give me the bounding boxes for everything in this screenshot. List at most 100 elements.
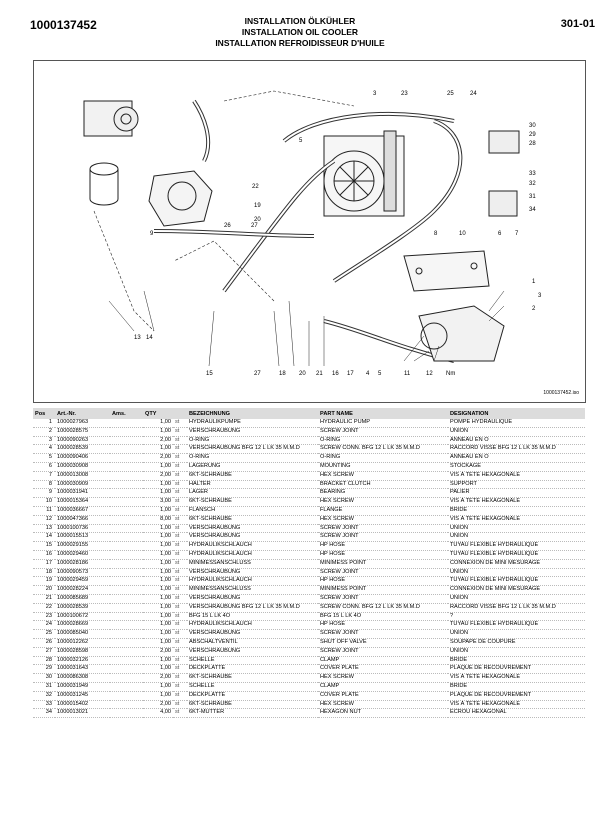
cell-designation: POMPE HYDRAULIQUE: [450, 419, 513, 425]
cell-part-name: SCREW JOINT: [320, 533, 359, 540]
cell-art-nr: 1000029155: [57, 542, 89, 549]
cell-bezeichnung: MINIMESSANSCHLUSS: [189, 586, 251, 593]
cell-part-name: HEX SCREW: [320, 498, 354, 505]
cell-qty: 1,00: [160, 550, 171, 557]
cell-pos: 13: [45, 524, 52, 531]
cell-unit: st: [175, 586, 180, 593]
cell-bezeichnung: HYDRAULIKSCHLAUCH: [189, 577, 252, 584]
cell-pos: 24: [45, 621, 52, 628]
cell-bezeichnung: HYDRAULIKSCHLAUCH: [189, 550, 252, 557]
cell-ams: [110, 550, 143, 559]
cell-bezeichnung: HYDRAULIKPUMPE: [189, 419, 241, 425]
cell-unit: st: [175, 498, 180, 505]
cell-unit: st: [175, 638, 180, 645]
cell-designation: VIS À TÊTE HEXAGONALE: [450, 515, 521, 522]
cell-part-name: SCREW CONN. BFG 12 L LK 35 M.M.D: [320, 603, 420, 610]
cell-pos: 22: [45, 603, 52, 610]
cell-pos: 25: [45, 630, 52, 637]
cell-art-nr: 1000032126: [57, 656, 89, 663]
cell-designation: UNION: [450, 568, 469, 575]
cell-designation: PLAQUE DE RECOUVREMENT: [450, 691, 532, 698]
cell-designation: SOUPAPE DE COUPURE: [450, 638, 516, 645]
cell-bezeichnung: MINIMESSANSCHLUSS: [189, 559, 251, 566]
cell-pos: 31: [45, 682, 52, 689]
cell-ams: [110, 427, 143, 436]
cell-unit: st: [175, 621, 180, 628]
cell-designation: ANNEAU EN O: [450, 436, 489, 443]
cell-unit: st: [175, 419, 180, 425]
cell-designation: VIS À TÊTE HEXAGONALE: [450, 674, 521, 681]
cell-qty: 2,00: [160, 647, 171, 654]
cell-pos: 30: [45, 674, 52, 681]
cell-pos: 33: [45, 700, 52, 707]
cell-art-nr: 1000031245: [57, 691, 89, 698]
cell-bezeichnung: HYDRAULIKSCHLAUCH: [189, 542, 252, 549]
cell-pos: 9: [48, 489, 52, 496]
cell-qty: 1,00: [160, 665, 171, 672]
cell-pos: 29: [45, 665, 52, 672]
callout-19: 19: [254, 203, 261, 209]
cell-unit: st: [175, 700, 180, 707]
cell-unit: st: [175, 436, 180, 443]
cell-art-nr: 1000086308: [57, 674, 89, 681]
cell-pos: 17: [45, 559, 52, 566]
cell-ams: [110, 533, 143, 542]
cell-unit: st: [175, 489, 180, 496]
cell-designation: CONNEXION DE MINI MESURAGE: [450, 559, 541, 566]
cell-pos: 3: [48, 436, 52, 443]
cell-qty: 1,00: [160, 524, 171, 531]
cell-part-name: COVER PLATE: [320, 665, 359, 672]
cell-part-name: HEX SCREW: [320, 700, 354, 707]
cell-part-name: HEX SCREW: [320, 674, 354, 681]
cell-ams: [110, 524, 143, 533]
callout-3-top: 3: [373, 91, 377, 97]
callout-30: 30: [529, 123, 536, 129]
cell-designation: ?: [450, 612, 454, 619]
callout-27: 27: [254, 371, 261, 377]
cell-ams: [110, 594, 143, 603]
cell-bezeichnung: 6KT-SCHRAUBE: [189, 498, 232, 505]
cell-pos: 18: [45, 568, 52, 575]
cell-pos: 14: [45, 533, 52, 540]
cell-ams: [110, 665, 143, 674]
cell-part-name: HEXAGON NUT: [320, 709, 362, 716]
cell-pos: 1: [48, 419, 52, 425]
col-qty: QTY: [143, 408, 173, 419]
title-english: INSTALLATION OIL COOLER: [241, 27, 359, 37]
callout-3-right: 3: [538, 293, 542, 299]
cell-pos: 16: [45, 550, 52, 557]
cell-part-name: O-RING: [320, 436, 341, 443]
cell-unit: st: [175, 471, 180, 478]
cell-art-nr: 1000015364: [57, 498, 89, 505]
cell-ams: [110, 498, 143, 507]
cell-unit: st: [175, 462, 180, 469]
cell-ams: [110, 489, 143, 498]
cell-part-name: O-RING: [320, 454, 341, 461]
cell-pos: 5: [48, 454, 52, 461]
cell-art-nr: 1000090573: [57, 568, 89, 575]
cell-qty: 1,00: [160, 612, 171, 619]
cell-qty: 8,00: [160, 515, 171, 522]
cell-designation: VIS À TÊTE HEXAGONALE: [450, 471, 521, 478]
cell-pos: 26: [45, 638, 52, 645]
callout-5: 5: [378, 371, 382, 377]
cell-ams: [110, 445, 143, 454]
cell-bezeichnung: BFG 15 L LK 4O: [189, 612, 231, 619]
cell-unit: st: [175, 445, 180, 452]
